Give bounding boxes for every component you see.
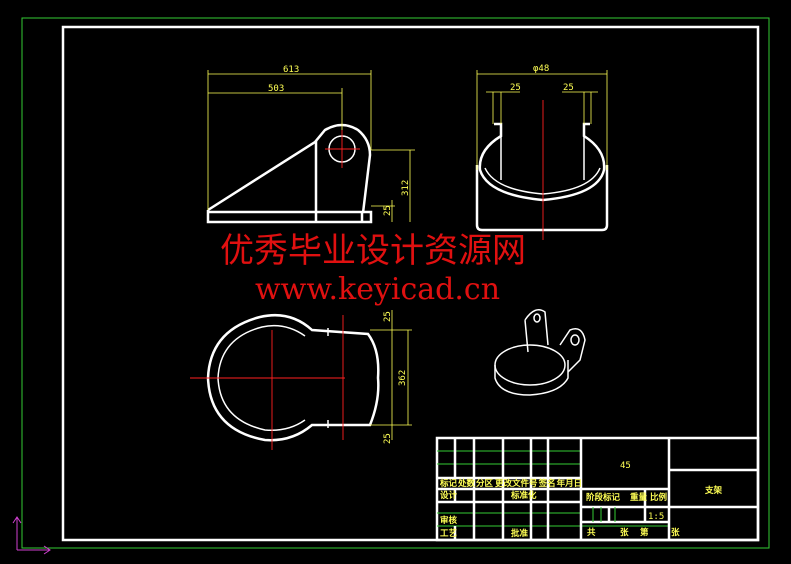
drawing-frame: [61, 25, 760, 542]
dim-312: 312: [401, 180, 411, 196]
label-scale: 比例: [650, 492, 668, 503]
dim-503: 503: [268, 84, 284, 94]
label-sheet-no: 第: [640, 527, 649, 538]
label-total: 共: [587, 527, 596, 538]
label-sheets: 张: [620, 528, 629, 538]
dim-25-side-right: 25: [563, 83, 574, 93]
front-view: 613 503 312 25: [206, 65, 415, 224]
dim-25-front: 25: [383, 205, 393, 216]
dim-diameter-48: φ48: [533, 64, 549, 74]
header-mark: 标记: [439, 478, 458, 489]
title-block: 45 支架 标记处数分区更改文件号签名年月日 设计 标准化 阶段标记 重量 比例…: [435, 436, 760, 542]
ucs-axis-icon: [12, 516, 51, 555]
label-approve: 批准: [511, 528, 529, 539]
scale-value: 1:5: [648, 512, 664, 522]
header-count: 处数: [457, 478, 476, 489]
header-change-doc: 更改文件号: [495, 478, 538, 489]
sheet-outer-border: [21, 17, 770, 549]
header-zone: 分区: [476, 478, 494, 489]
isometric-view: [494, 309, 586, 396]
label-stage-mark: 阶段标记: [586, 492, 621, 503]
label-standardization: 标准化: [510, 490, 537, 501]
watermark-title: 优秀毕业设计资源网: [220, 231, 526, 271]
header-date: 年月日: [557, 478, 583, 489]
side-view: φ48 25 25: [475, 64, 609, 240]
dim-362: 362: [398, 370, 408, 386]
label-design: 设计: [440, 490, 458, 501]
label-review: 审核: [440, 515, 458, 526]
watermark-url: www.keyicad.cn: [255, 272, 500, 307]
top-view: 362 25 25: [190, 310, 412, 450]
dim-25-top-upper: 25: [383, 311, 393, 322]
dim-25-top-lower: 25: [383, 433, 393, 444]
dim-25-side-left: 25: [510, 83, 521, 93]
dim-613: 613: [283, 65, 299, 75]
header-sign: 签名: [538, 478, 556, 489]
label-weight: 重量: [630, 492, 648, 503]
label-process: 工艺: [440, 528, 458, 539]
part-name: 支架: [704, 485, 723, 496]
label-sheets-2: 张: [671, 528, 680, 538]
material-value: 45: [620, 461, 631, 471]
